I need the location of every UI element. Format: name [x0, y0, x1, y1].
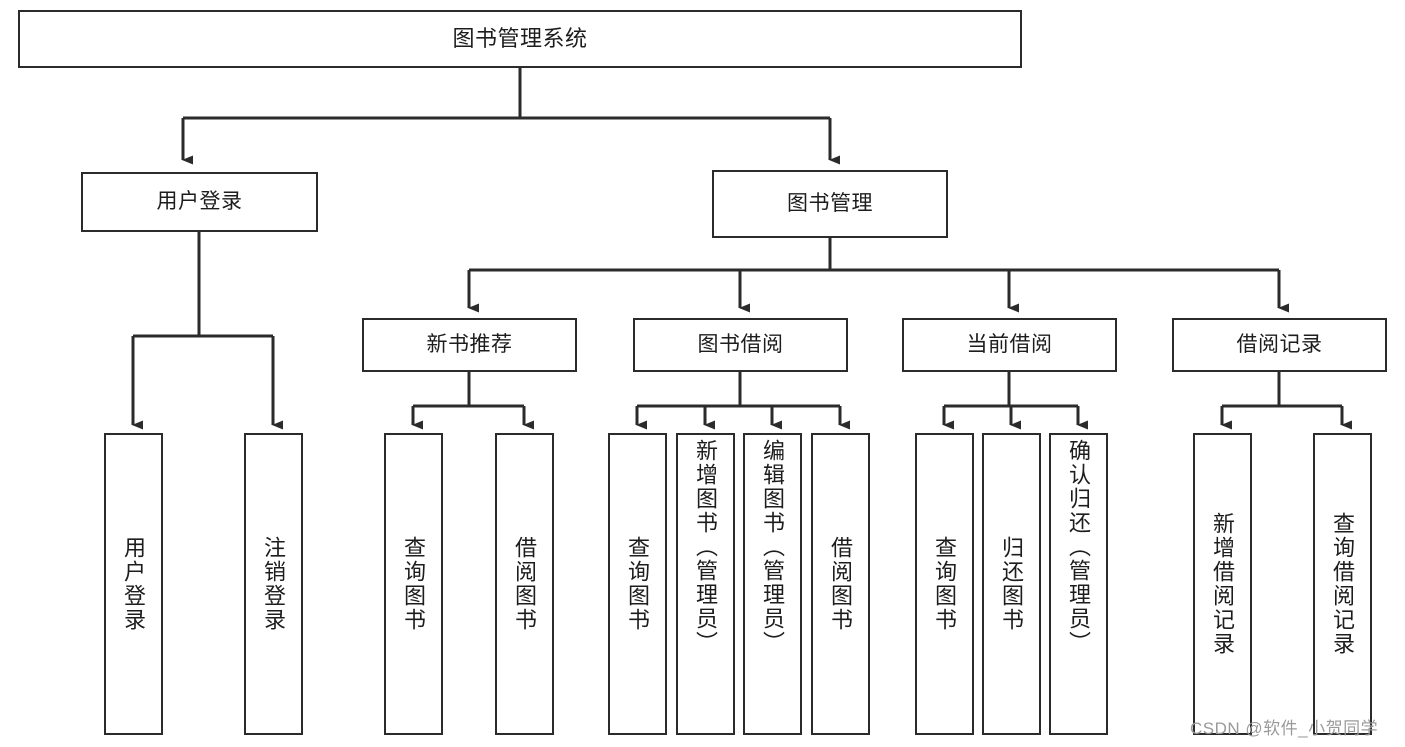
node-label: 图书管理系统	[452, 26, 588, 52]
node-label: 用户登录	[156, 189, 243, 213]
node-label: 借阅图书	[512, 536, 538, 632]
leaf-borrow-query-book[interactable]: 查询图书	[608, 433, 667, 735]
node-label: 新书推荐	[426, 332, 513, 356]
leaf-borrow-borrow-book[interactable]: 借阅图书	[811, 433, 870, 735]
node-label: 新增借阅记录	[1210, 512, 1236, 656]
node-book-management[interactable]: 图书管理	[712, 170, 948, 238]
watermark-text: CSDN @软件_小贺同学	[1190, 719, 1379, 738]
node-label: 归还图书	[999, 536, 1025, 632]
leaf-current-confirm-return-admin[interactable]: 确认归还（管理员）	[1049, 433, 1108, 735]
node-borrowing-record[interactable]: 借阅记录	[1172, 318, 1387, 372]
node-label: 图书管理	[787, 191, 873, 215]
leaf-record-query-borrow-record[interactable]: 查询借阅记录	[1313, 433, 1372, 735]
leaf-borrow-edit-book-admin[interactable]: 编辑图书（管理员）	[743, 433, 802, 735]
leaf-current-query-book[interactable]: 查询图书	[915, 433, 974, 735]
leaf-new-book-borrow-book[interactable]: 借阅图书	[495, 433, 554, 735]
node-label: 借阅图书	[828, 536, 854, 632]
node-label: 查询图书	[401, 536, 427, 632]
node-label: 借阅记录	[1236, 332, 1323, 356]
leaf-current-return-book[interactable]: 归还图书	[982, 433, 1041, 735]
node-current-borrowing[interactable]: 当前借阅	[902, 318, 1117, 372]
leaf-user-login-login[interactable]: 用户登录	[104, 433, 163, 735]
node-label: 编辑图书（管理员）	[760, 439, 786, 655]
node-label: 查询图书	[625, 536, 651, 632]
node-new-book-recommendation[interactable]: 新书推荐	[362, 318, 577, 372]
node-user-login[interactable]: 用户登录	[81, 172, 318, 232]
node-label: 当前借阅	[966, 332, 1053, 356]
node-label: 新增图书（管理员）	[693, 439, 719, 655]
leaf-user-login-logout[interactable]: 注销登录	[244, 433, 303, 735]
node-label: 确认归还（管理员）	[1066, 439, 1092, 655]
leaf-new-book-query-book[interactable]: 查询图书	[384, 433, 443, 735]
node-book-borrowing[interactable]: 图书借阅	[633, 318, 848, 372]
node-label: 查询图书	[932, 536, 958, 632]
leaf-record-add-borrow-record[interactable]: 新增借阅记录	[1193, 433, 1252, 735]
node-label: 查询借阅记录	[1330, 512, 1356, 656]
node-root-book-management-system[interactable]: 图书管理系统	[18, 10, 1022, 68]
leaf-borrow-add-book-admin[interactable]: 新增图书（管理员）	[676, 433, 735, 735]
node-label: 用户登录	[121, 536, 147, 632]
node-label: 图书借阅	[697, 332, 784, 356]
node-label: 注销登录	[261, 536, 287, 632]
